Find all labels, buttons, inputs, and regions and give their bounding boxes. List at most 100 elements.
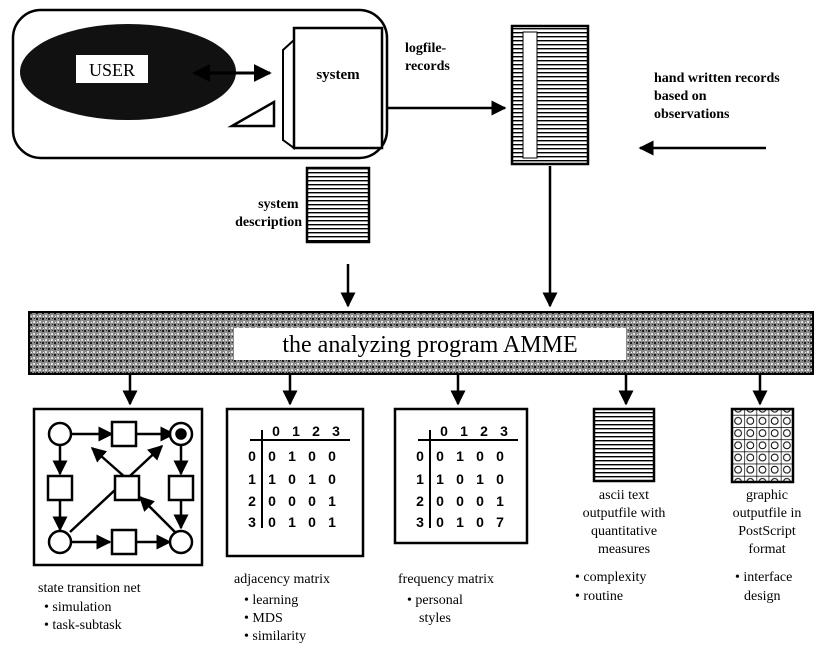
svg-text:graphic: graphic bbox=[746, 488, 788, 503]
svg-text:• simulation: • simulation bbox=[44, 600, 112, 615]
program-title-box bbox=[234, 328, 626, 360]
matrix-row-label: 3 bbox=[248, 514, 256, 530]
handwritten-label: hand written records based on observatio… bbox=[654, 71, 783, 122]
matrix-cell: 0 bbox=[308, 514, 316, 530]
ascii-document bbox=[592, 407, 656, 483]
matrix-cell: 0 bbox=[496, 448, 504, 464]
matrix-cell: 1 bbox=[288, 448, 296, 464]
matrix-cell: 0 bbox=[328, 448, 336, 464]
svg-text:design: design bbox=[744, 589, 781, 604]
system-monitor-back bbox=[282, 37, 295, 150]
matrix-cell: 0 bbox=[436, 514, 444, 530]
svg-text:• personal: • personal bbox=[407, 593, 463, 608]
matrix-cell: 0 bbox=[436, 448, 444, 464]
svg-text:• task-subtask: • task-subtask bbox=[44, 618, 122, 633]
svg-text:measures: measures bbox=[598, 542, 650, 557]
matrix-col-header: 3 bbox=[500, 423, 508, 439]
matrix-cell: 0 bbox=[496, 471, 504, 487]
frequency-frame bbox=[393, 407, 529, 545]
state-net-caption: state transition net • simulation • task… bbox=[38, 581, 141, 633]
ascii-caption: ascii text outputfile with quantitative … bbox=[575, 488, 665, 604]
matrix-cell: 0 bbox=[476, 514, 484, 530]
matrix-cell: 0 bbox=[288, 493, 296, 509]
svg-text:• similarity: • similarity bbox=[244, 629, 306, 644]
matrix-cell: 0 bbox=[476, 448, 484, 464]
state-net-place bbox=[47, 421, 73, 447]
matrix-row-label: 0 bbox=[416, 448, 424, 464]
logfile-label: logfile- records bbox=[405, 41, 450, 74]
matrix-cell: 1 bbox=[308, 471, 316, 487]
system-label: system bbox=[316, 67, 360, 83]
program-title: the analyzing program AMME bbox=[282, 332, 577, 358]
matrix-cell: 1 bbox=[456, 514, 464, 530]
matrix-row-label: 2 bbox=[416, 493, 424, 509]
matrix-cell: 0 bbox=[288, 471, 296, 487]
graphic-caption: graphic outputfile in PostScript format … bbox=[733, 488, 802, 604]
state-net-transition bbox=[110, 420, 138, 448]
matrix-cell: 0 bbox=[456, 471, 464, 487]
matrix-cell: 1 bbox=[288, 514, 296, 530]
adjacency-table: 0 1 2 3 0 0 1 0 0 1 1 0 1 0 2 0 0 0 1 3 … bbox=[248, 423, 350, 530]
frequency-caption: frequency matrix • personal styles bbox=[398, 572, 494, 626]
system-keyboard-wedge bbox=[227, 99, 276, 128]
matrix-cell: 1 bbox=[476, 471, 484, 487]
graphic-document bbox=[730, 407, 795, 484]
svg-text:state transition net: state transition net bbox=[38, 581, 141, 596]
matrix-row-label: 1 bbox=[416, 471, 424, 487]
matrix-col-header: 2 bbox=[480, 423, 488, 439]
system-monitor bbox=[292, 26, 384, 150]
matrix-row-label: 0 bbox=[248, 448, 256, 464]
svg-text:styles: styles bbox=[419, 611, 451, 626]
svg-text:quantitative: quantitative bbox=[591, 524, 657, 539]
system-description-label: system description bbox=[235, 197, 302, 230]
user-label: USER bbox=[89, 60, 135, 80]
state-net-graph bbox=[46, 420, 195, 556]
svg-text:adjacency matrix: adjacency matrix bbox=[234, 572, 330, 587]
svg-text:• interface: • interface bbox=[735, 570, 792, 585]
adjacency-caption: adjacency matrix • learning • MDS • simi… bbox=[234, 572, 330, 644]
matrix-col-header: 2 bbox=[312, 423, 320, 439]
user-label-box bbox=[76, 55, 148, 83]
matrix-cell: 0 bbox=[328, 471, 336, 487]
matrix-row-label: 3 bbox=[416, 514, 424, 530]
frequency-table: 0 1 2 3 0 0 1 0 0 1 1 0 1 0 2 0 0 0 1 3 … bbox=[416, 423, 518, 530]
matrix-cell: 0 bbox=[436, 493, 444, 509]
matrix-col-header: 0 bbox=[440, 423, 448, 439]
matrix-cell: 0 bbox=[268, 448, 276, 464]
matrix-cell: 1 bbox=[328, 514, 336, 530]
matrix-col-header: 0 bbox=[272, 423, 280, 439]
system-description-document bbox=[305, 166, 371, 244]
matrix-cell: 0 bbox=[456, 493, 464, 509]
svg-text:• MDS: • MDS bbox=[244, 611, 283, 626]
svg-text:• complexity: • complexity bbox=[575, 570, 646, 585]
matrix-cell: 1 bbox=[496, 493, 504, 509]
matrix-cell: 0 bbox=[268, 493, 276, 509]
matrix-cell: 0 bbox=[268, 514, 276, 530]
matrix-row-label: 1 bbox=[248, 471, 256, 487]
matrix-cell: 0 bbox=[308, 493, 316, 509]
matrix-row-label: 2 bbox=[248, 493, 256, 509]
matrix-cell: 0 bbox=[476, 493, 484, 509]
svg-text:• routine: • routine bbox=[575, 589, 623, 604]
matrix-col-header: 3 bbox=[332, 423, 340, 439]
svg-text:frequency matrix: frequency matrix bbox=[398, 572, 494, 587]
records-document-margin bbox=[522, 31, 538, 159]
state-net-transition bbox=[167, 474, 195, 502]
matrix-cell: 1 bbox=[268, 471, 276, 487]
matrix-cell: 7 bbox=[496, 514, 504, 530]
svg-text:• learning: • learning bbox=[244, 593, 298, 608]
matrix-col-header: 1 bbox=[460, 423, 468, 439]
state-net-transition bbox=[46, 474, 74, 502]
svg-text:outputfile with: outputfile with bbox=[583, 506, 666, 521]
adjacency-frame bbox=[225, 407, 365, 558]
matrix-cell: 1 bbox=[436, 471, 444, 487]
matrix-col-header: 1 bbox=[292, 423, 300, 439]
svg-text:outputfile in: outputfile in bbox=[733, 506, 802, 521]
matrix-cell: 1 bbox=[456, 448, 464, 464]
svg-text:PostScript: PostScript bbox=[738, 524, 796, 539]
state-net-place bbox=[168, 529, 194, 555]
svg-text:ascii text: ascii text bbox=[599, 488, 649, 503]
state-net-place bbox=[47, 529, 73, 555]
state-net-transition bbox=[110, 528, 138, 556]
